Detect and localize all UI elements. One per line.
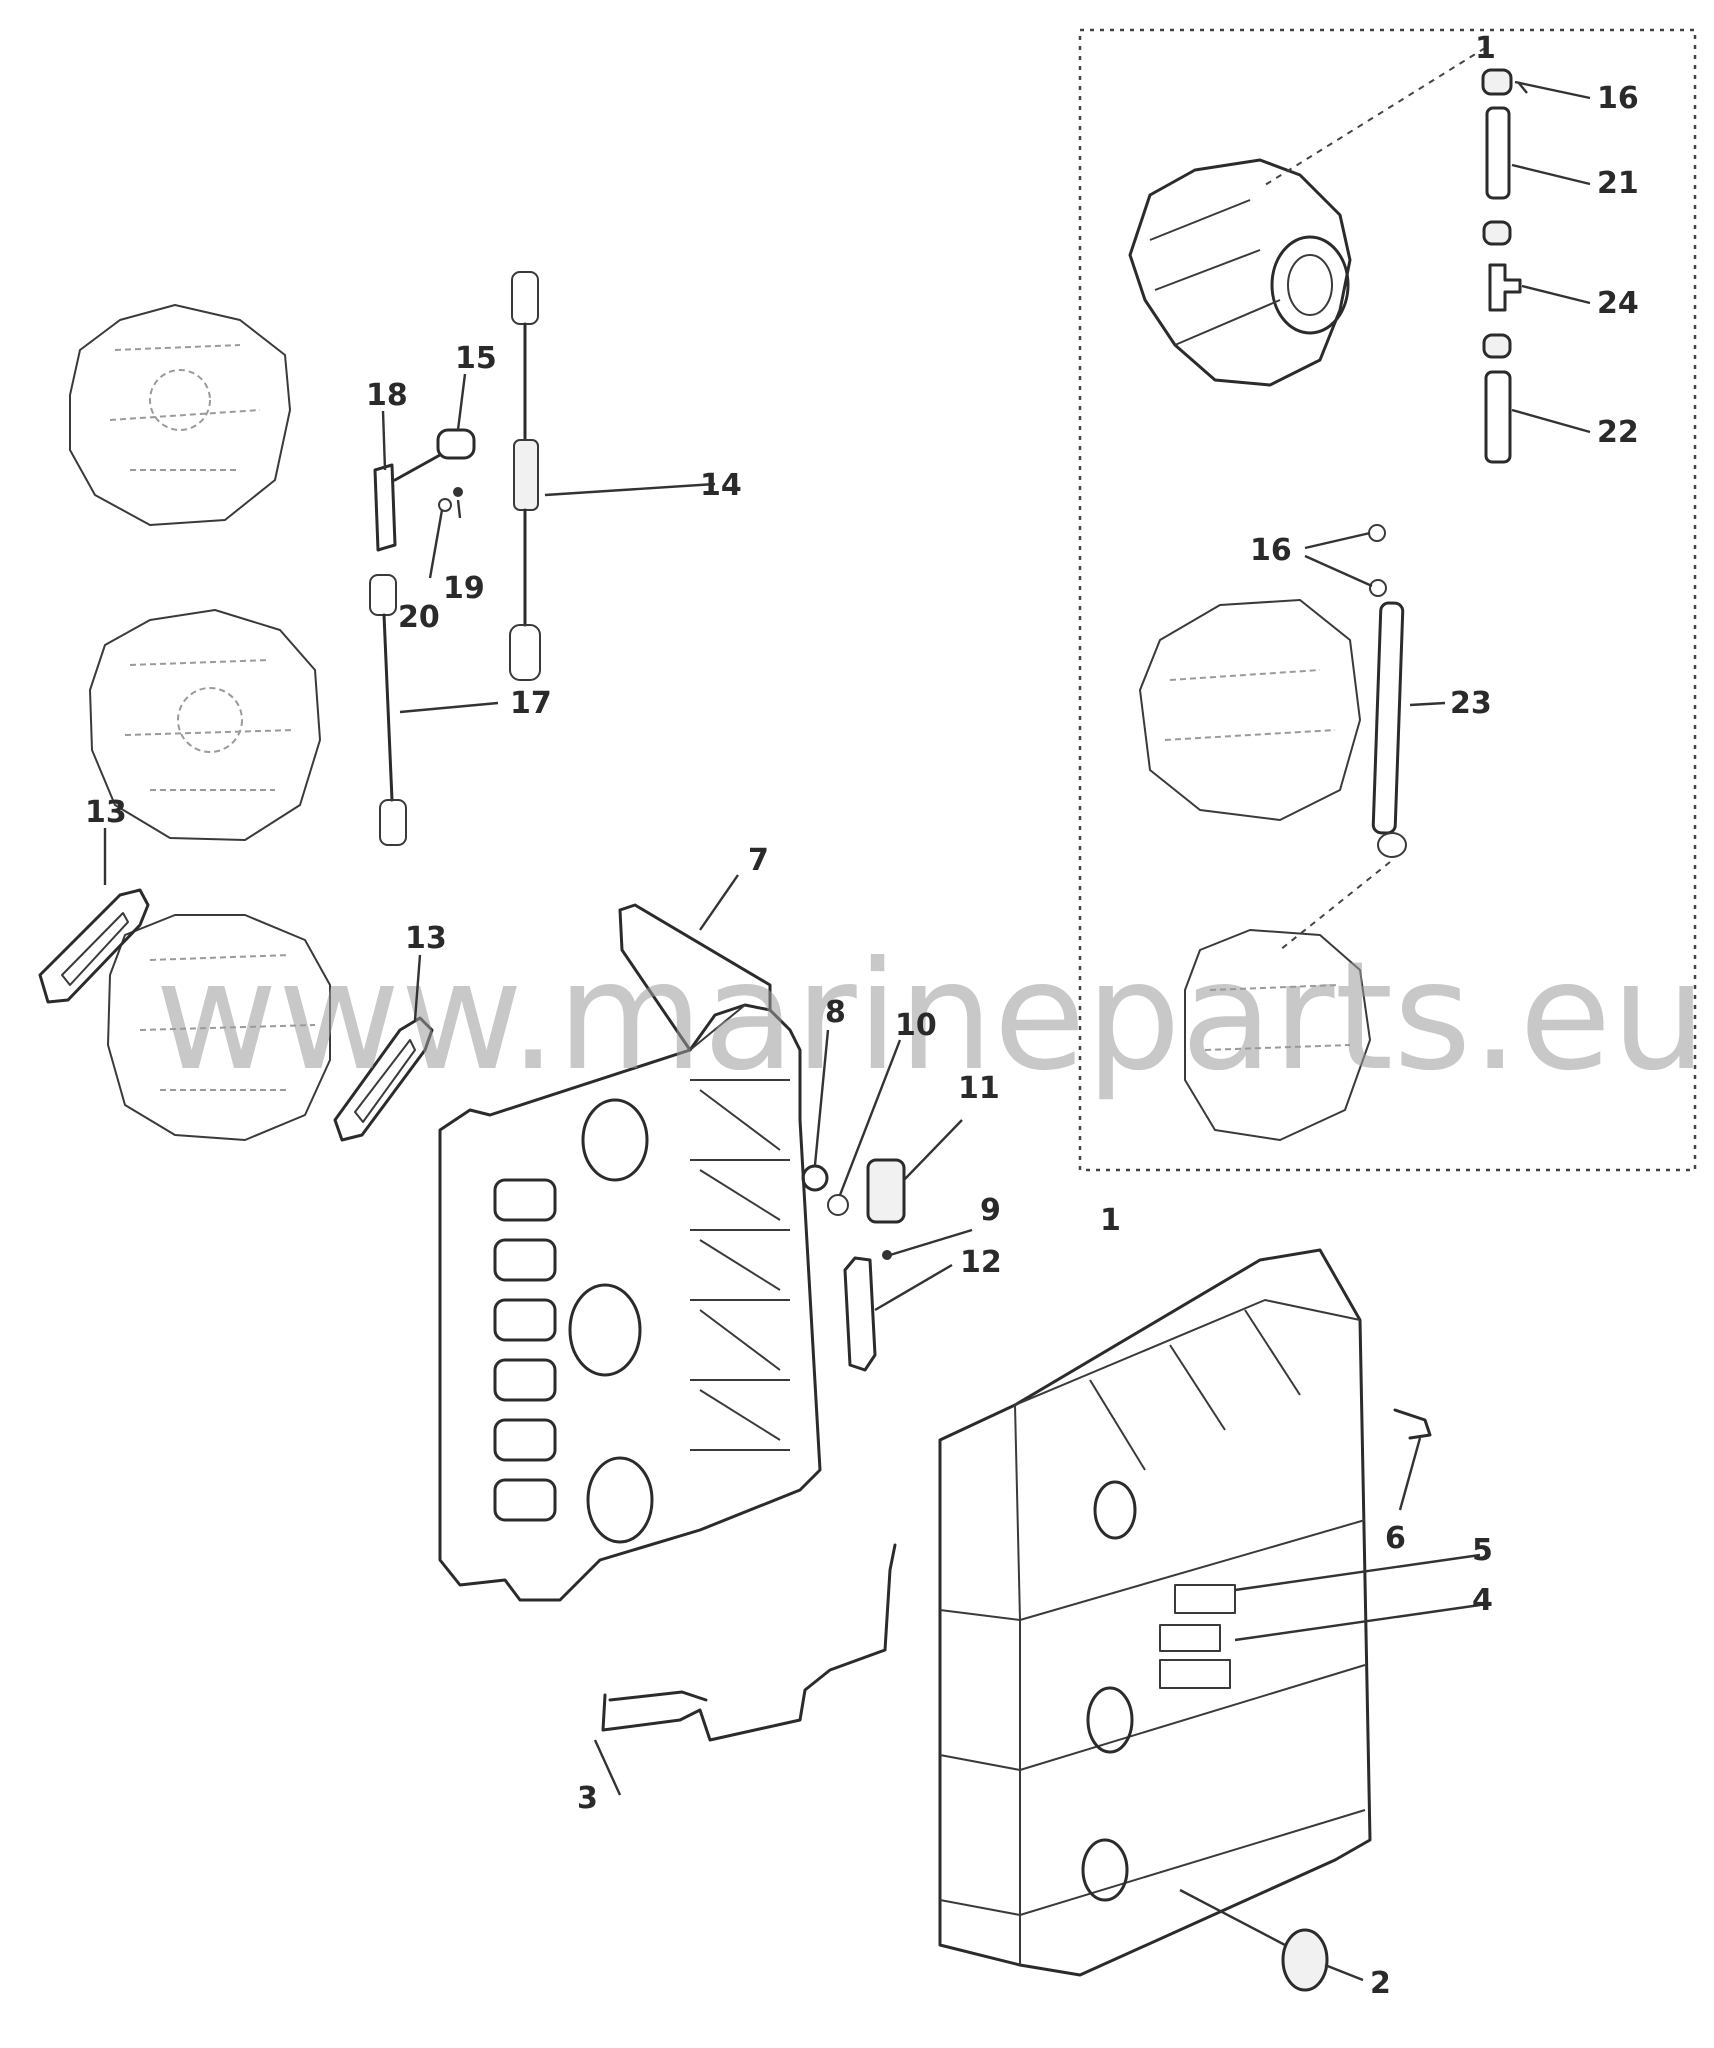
- label-6: 6: [1385, 1521, 1406, 1556]
- ghost-carburetor-middle: [89, 609, 321, 841]
- label-4: 4: [1472, 1583, 1493, 1618]
- label-14: 14: [700, 468, 742, 503]
- screw-9: [882, 1250, 892, 1260]
- label-16-mid: 16: [1250, 533, 1292, 568]
- cover-11: [866, 1158, 906, 1224]
- hose-21: [1485, 106, 1511, 200]
- ball-joint-15: [436, 428, 476, 460]
- gasket-13-middle: [333, 1016, 434, 1142]
- ghost-carburetor-bottom: [107, 914, 331, 1141]
- lever-18: [373, 453, 442, 552]
- cap-2: [1281, 1928, 1329, 1992]
- label-13-mid: 13: [405, 921, 447, 956]
- screw-6: [1393, 1408, 1432, 1440]
- plug-10: [827, 1194, 849, 1216]
- clamp-16-e: [1369, 579, 1387, 597]
- label-24: 24: [1597, 286, 1639, 321]
- leader-lines: [103, 80, 1591, 1982]
- label-3: 3: [577, 1781, 598, 1816]
- inset-ghost-carburetor-lower: [1184, 929, 1371, 1141]
- label-7: 7: [748, 843, 769, 878]
- clip-19: [453, 487, 463, 497]
- fitting-24: [1488, 263, 1522, 312]
- hose-22: [1484, 370, 1512, 464]
- linkage-rod-14: [509, 271, 541, 681]
- label-21: 21: [1597, 166, 1639, 201]
- watermark: www.marineparts.eu: [155, 930, 1707, 1104]
- linkage-rod-17: [369, 574, 407, 846]
- label-15: 15: [455, 341, 497, 376]
- cover-1: [938, 1248, 1372, 1977]
- clamp-16-b: [1482, 220, 1512, 246]
- label-16-top: 16: [1597, 81, 1639, 116]
- label-9: 9: [980, 1193, 1001, 1228]
- label-13-left: 13: [85, 795, 127, 830]
- label-19: 19: [443, 571, 485, 606]
- label-20: 20: [398, 600, 440, 635]
- label-2: 2: [1370, 1966, 1391, 2001]
- clamp-16-c: [1482, 333, 1512, 359]
- hose-23: [1371, 601, 1405, 835]
- label-12: 12: [960, 1245, 1002, 1280]
- label-10: 10: [895, 1008, 937, 1043]
- label-18: 18: [366, 378, 408, 413]
- gasket-13-left: [38, 888, 150, 1004]
- label-5: 5: [1472, 1533, 1493, 1568]
- inset-box: [1078, 28, 1697, 1172]
- label-22: 22: [1597, 415, 1639, 450]
- hose-23-end: [1377, 832, 1407, 858]
- label-17: 17: [510, 686, 552, 721]
- label-11: 11: [958, 1071, 1000, 1106]
- inset-dashed-link-top: [1264, 47, 1486, 186]
- seal-8: [801, 1164, 829, 1192]
- clamp-16-top: [1481, 68, 1513, 96]
- ghost-carburetor-top: [69, 304, 291, 526]
- label-1-body: 1: [1100, 1203, 1121, 1238]
- label-1-inset: 1: [1475, 31, 1496, 66]
- washer-20: [438, 498, 452, 512]
- plate-12: [843, 1256, 877, 1372]
- label-23: 23: [1450, 686, 1492, 721]
- inset-carburetor: [1128, 158, 1352, 387]
- inset-ghost-carburetor-upper: [1139, 599, 1361, 821]
- clamp-16-d: [1368, 524, 1386, 542]
- label-8: 8: [825, 995, 846, 1030]
- bracket-rod-3: [601, 1543, 897, 1742]
- intake-manifold-7: [438, 903, 822, 1602]
